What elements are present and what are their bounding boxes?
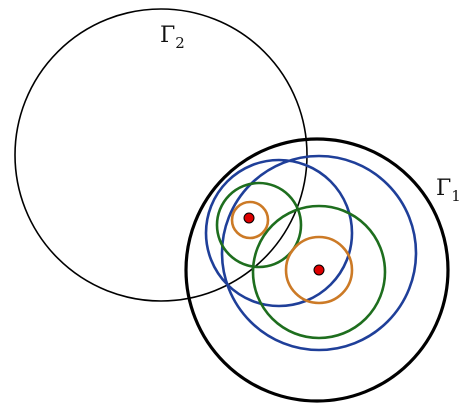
green-circle-large bbox=[251, 204, 387, 340]
blue-circle-large bbox=[220, 154, 418, 352]
circle-gamma-1 bbox=[184, 137, 450, 403]
point-right bbox=[313, 264, 325, 276]
blue-circle-small bbox=[204, 158, 354, 308]
circle-gamma-2 bbox=[14, 8, 308, 302]
label-gamma-2: Γ2 bbox=[160, 23, 185, 52]
orange-circle-small bbox=[230, 200, 270, 240]
point-left bbox=[243, 212, 255, 224]
green-circle-small bbox=[215, 181, 303, 269]
orange-circle-large bbox=[284, 235, 354, 305]
label-gamma-1: Γ1 bbox=[436, 176, 461, 205]
